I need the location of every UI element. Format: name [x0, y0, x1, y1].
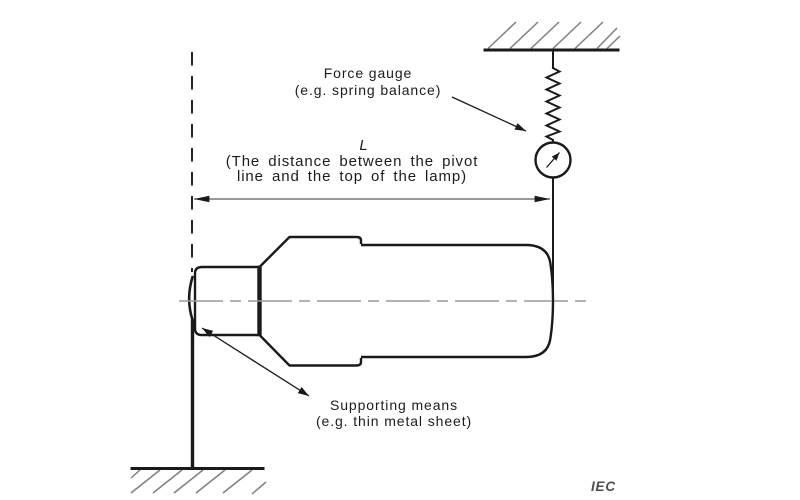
force-gauge-leader-arrow [451, 96, 527, 132]
force-gauge-label: Force gauge (e.g. spring balance) [295, 65, 442, 99]
ceiling-hatch [487, 21, 621, 50]
supporting-means-label-line1: Supporting means [329, 397, 459, 413]
dimension-symbol: L [359, 137, 369, 154]
supporting-means-label: Supporting means (e.g. thin metal sheet) [316, 397, 472, 429]
dimension-label-line1: (The distance between the pivot [225, 152, 479, 170]
dimension-label: L (The distance between the pivot line a… [226, 138, 479, 185]
ground-hatch [130, 469, 267, 495]
force-gauge-label-line1: Force gauge [323, 65, 413, 81]
supporting-means-leader-arrow [201, 327, 310, 397]
force-gauge-label-line2: (e.g. spring balance) [294, 82, 442, 98]
gauge-needle-icon [546, 152, 560, 168]
lamp-tip [187, 275, 194, 322]
iec-credit: IEC [591, 479, 616, 494]
spring-zigzag [544, 66, 563, 144]
dimension-label-line2: line and the top of the lamp) [236, 168, 468, 185]
supporting-means-label-line2: (e.g. thin metal sheet) [315, 413, 473, 429]
